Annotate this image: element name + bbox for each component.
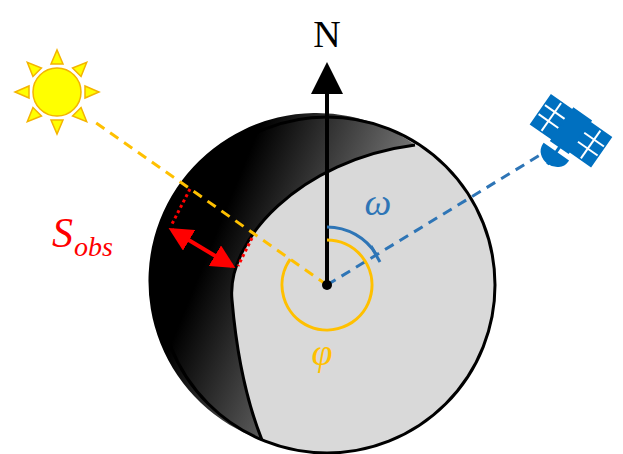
sun-line bbox=[92, 120, 327, 285]
north-arrow bbox=[325, 70, 329, 285]
sobs-subscript: obs bbox=[74, 233, 113, 261]
omega-tick bbox=[371, 246, 380, 262]
sphere-shadow bbox=[148, 113, 415, 440]
limb-dotted bbox=[172, 189, 190, 224]
satellite-icon bbox=[518, 95, 611, 185]
center-dot bbox=[322, 280, 332, 290]
phi-label: φ bbox=[311, 333, 332, 371]
terminator-dotted bbox=[238, 238, 252, 266]
terminator bbox=[232, 145, 415, 440]
omega-label: ω bbox=[365, 183, 392, 221]
satellite-line bbox=[327, 152, 545, 285]
north-label: N bbox=[313, 15, 340, 53]
sun-icon bbox=[15, 50, 99, 134]
phi-arc bbox=[282, 240, 372, 330]
sobs-arrow bbox=[172, 230, 232, 266]
sobs-symbol: S bbox=[52, 212, 73, 254]
